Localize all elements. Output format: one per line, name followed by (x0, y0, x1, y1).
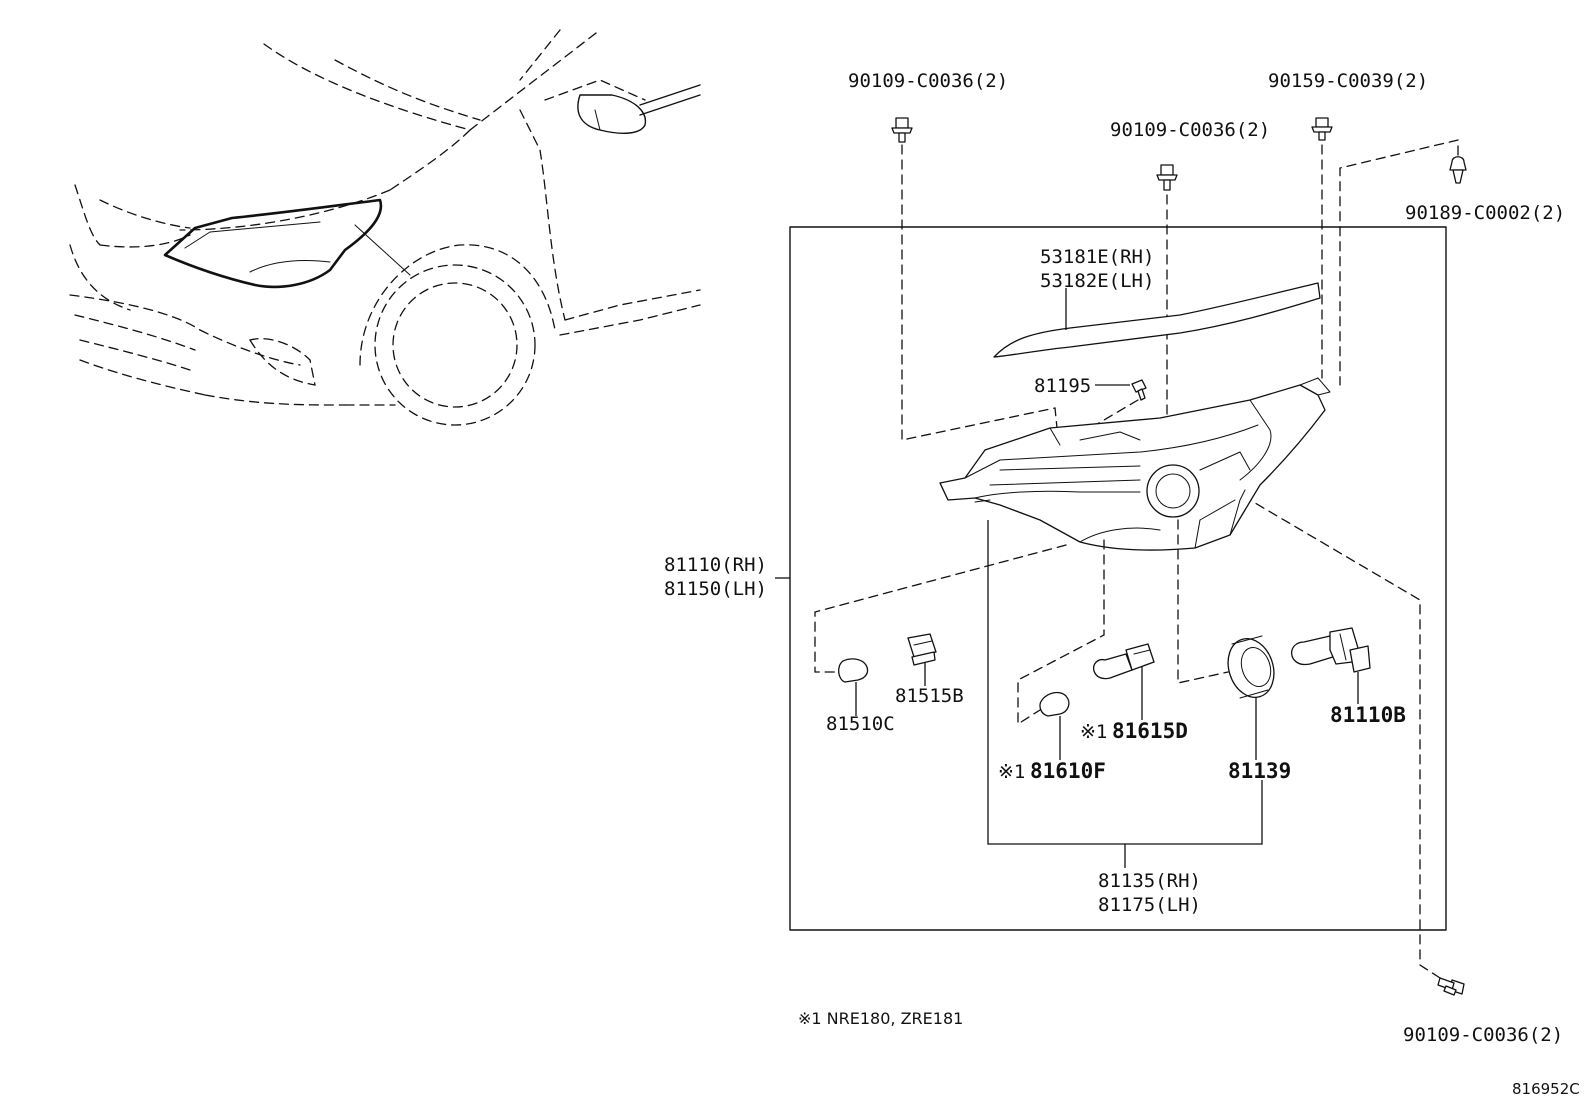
label-unit-lh: 81175(LH) (1098, 894, 1201, 916)
label-81139: 81139 (1228, 759, 1291, 783)
footnote: ※1 NRE180, ZRE181 (798, 1009, 963, 1028)
label-90109-top-left: 90109-C0036(2) (848, 70, 1008, 92)
flange-bolt-icon (891, 117, 913, 143)
label-90109-bottom: 90109-C0036(2) (1403, 1024, 1563, 1046)
label-81615d: 81615D (1112, 719, 1188, 743)
vehicle-front-icon (69, 29, 701, 426)
headlamp-assembly-icon (939, 377, 1331, 551)
flange-bolt-icon (1156, 164, 1178, 191)
label-81610f: 81610F (1030, 759, 1106, 783)
label-81195: 81195 (1034, 375, 1091, 397)
flange-bolt-icon (1437, 977, 1465, 996)
clip-icon (1449, 156, 1467, 184)
mark-81610f: ※1 (998, 761, 1025, 783)
socket-cover-icon (1227, 635, 1275, 699)
figure-id: 816952C (1512, 1080, 1580, 1098)
label-90109-top-mid: 90109-C0036(2) (1110, 119, 1270, 141)
mark-81615d: ※1 (1080, 721, 1107, 743)
label-90189: 90189-C0002(2) (1405, 202, 1565, 224)
bulb-icon (838, 658, 869, 683)
flange-bolt-icon (1311, 117, 1333, 141)
bulb-icon (1092, 643, 1155, 680)
label-81515b: 81515B (895, 685, 964, 707)
label-trim-rh: 53181E(RH) (1040, 246, 1154, 268)
label-81510c: 81510C (826, 713, 895, 735)
label-headlamp-lh: 81150(LH) (664, 578, 767, 600)
screw-icon (1131, 379, 1147, 401)
socket-icon (907, 633, 937, 666)
bulb-icon (1039, 691, 1070, 717)
label-90159: 90159-C0039(2) (1268, 70, 1428, 92)
bulb-icon (1290, 627, 1371, 673)
label-unit-rh: 81135(RH) (1098, 870, 1201, 892)
label-81110b: 81110B (1330, 703, 1406, 727)
label-trim-lh: 53182E(LH) (1040, 270, 1154, 292)
label-headlamp-rh: 81110(RH) (664, 554, 767, 576)
trim-moulding-icon (993, 282, 1321, 358)
